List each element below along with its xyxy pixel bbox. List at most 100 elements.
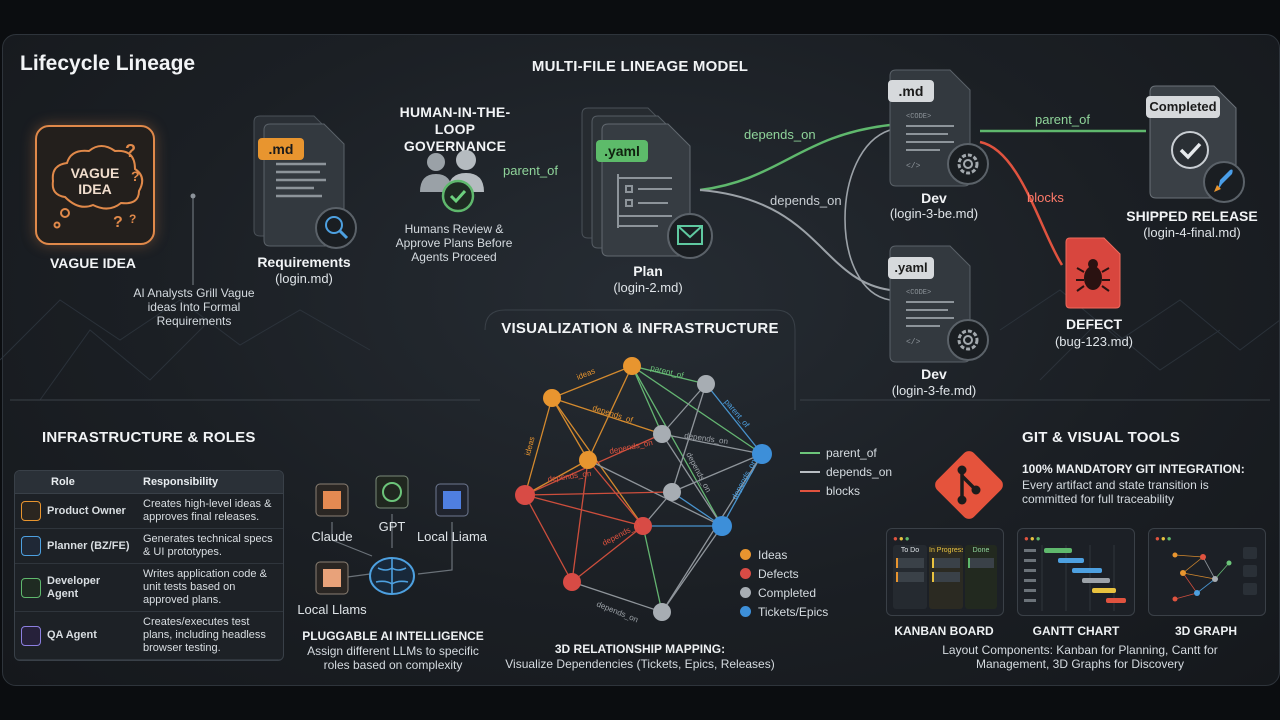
gantt-chart-thumbnail: ●●● <box>1017 528 1135 616</box>
svg-text:?: ? <box>129 212 136 226</box>
graph-label: depends_on <box>730 458 759 501</box>
git-integration-text: Every artifact and state transition is c… <box>1022 478 1209 506</box>
vague-idea-label: VAGUE IDEA <box>49 255 137 271</box>
roles-table: Role Responsibility Product Owner Create… <box>14 470 284 661</box>
edge-label-parent-of-1: parent_of <box>503 163 558 178</box>
graph-node-defect <box>634 517 652 535</box>
plan-doc-icon <box>581 107 713 259</box>
graph-node-ticket <box>752 444 772 464</box>
infra-title: INFRASTRUCTURE & ROLES <box>42 429 256 446</box>
page-title: Lifecycle Lineage <box>20 52 196 75</box>
legend-completed: Completed <box>758 585 817 600</box>
governance-title-line2: LOOP <box>434 121 476 137</box>
git-caption: Layout Components: Kanban for Planning, … <box>942 643 1218 671</box>
graph-nodes <box>515 357 772 621</box>
vague-bubble-line1: VAGUE <box>70 165 120 181</box>
graph-node-completed <box>653 603 671 621</box>
roles-col-role: Role <box>15 471 137 494</box>
svg-text:?: ? <box>131 168 140 184</box>
governance-title-line3: GOVERNANCE <box>403 138 507 154</box>
graph-label: depends_on <box>684 431 729 446</box>
legend-parent-of: parent_of <box>826 445 877 460</box>
graph-node-completed <box>653 425 671 443</box>
table-row: QA Agent Creates/executes test plans, in… <box>15 611 283 660</box>
graph-node-idea <box>623 357 641 375</box>
people-check-icon <box>420 150 484 213</box>
requirements-file: (login.md) <box>275 271 333 286</box>
model-local-liama: Local Liama <box>416 529 488 544</box>
model-gpt: GPT <box>378 519 406 534</box>
svg-text:?: ? <box>125 141 136 161</box>
legend-depends-on: depends_on <box>826 464 893 479</box>
svg-text:<CODE>: <CODE> <box>906 113 931 121</box>
dev-fe-label: Dev <box>921 366 947 382</box>
tool-3d-graph-label: 3D GRAPH <box>1174 624 1237 638</box>
graph-node-completed <box>697 375 715 393</box>
requirements-doc-icon <box>253 115 357 249</box>
product-owner-icon <box>21 501 41 521</box>
shipped-badge: Completed <box>1146 96 1220 118</box>
kanban-col-todo: To Do <box>900 547 920 554</box>
mapping-caption-title: 3D RELATIONSHIP MAPPING: <box>554 642 726 656</box>
edge-legend: parent_of depends_on blocks <box>800 443 892 500</box>
dev-be-file: (login-3-be.md) <box>889 206 979 221</box>
graph-3d-thumbnail: ●●● <box>1148 528 1266 616</box>
local-liama-chip-icon <box>435 483 469 517</box>
node-legend: Ideas Defects Completed Tickets/Epics <box>740 545 828 621</box>
mapping-caption: Visualize Dependencies (Tickets, Epics, … <box>505 657 775 671</box>
defect-label: DEFECT <box>1066 316 1122 332</box>
graph-label: depends_on <box>609 438 654 456</box>
edge-label-depends-on-2: depends_on <box>770 193 842 208</box>
git-title: GIT & VISUAL TOOLS <box>1022 429 1181 446</box>
tool-kanban-label: KANBAN BOARD <box>894 624 994 638</box>
legend-tickets: Tickets/Epics <box>758 604 829 619</box>
git-integration-title: 100% MANDATORY GIT INTEGRATION: <box>1022 462 1245 476</box>
background-mesh <box>0 289 1280 401</box>
edge-label-blocks: blocks <box>1027 190 1064 205</box>
governance-title: HUMAN-IN-THE- LOOP GOVERNANCE <box>360 104 550 155</box>
local-llams-chip-icon <box>315 561 349 595</box>
svg-text:<CODE>: <CODE> <box>906 289 931 297</box>
graph-node-defect <box>563 573 581 591</box>
ai-caption: Assign different LLMs to specific roles … <box>307 644 479 672</box>
plan-file: (login-2.md) <box>613 280 683 295</box>
qa-search-icon <box>21 625 41 646</box>
legend-defects: Defects <box>758 566 799 581</box>
vague-idea-card: ? ? ? ? VAGUE IDEA <box>35 125 155 245</box>
ai-models-diagram <box>315 475 469 595</box>
graph-node-idea <box>579 451 597 469</box>
plan-label: Plan <box>633 263 663 279</box>
tool-gantt-label: GANTT CHART <box>1032 624 1120 638</box>
edge-label-parent-of-2: parent_of <box>1035 112 1090 127</box>
model-local-llams: Local Llams <box>297 602 367 617</box>
svg-text:?: ? <box>113 214 123 231</box>
graph-edges <box>524 365 763 613</box>
role-name: Product Owner <box>47 504 126 517</box>
graph-node-idea <box>543 389 561 407</box>
model-claude: Claude <box>311 529 353 544</box>
graph-label: ideas <box>523 436 536 457</box>
role-name: QA Agent <box>47 629 97 641</box>
requirements-label: Requirements <box>257 254 351 270</box>
vague-idea-caption: AI Analysts Grill Vague ideas Into Forma… <box>133 286 255 328</box>
graph-label: ideas <box>575 366 596 382</box>
graph-node-defect <box>515 485 535 505</box>
table-row: Planner (BZ/FE) Generates technical spec… <box>15 528 283 564</box>
legend-ideas: Ideas <box>758 547 788 562</box>
requirements-badge: .md <box>258 138 304 160</box>
graph-label: parent_of <box>722 398 751 430</box>
governance-title-line1: HUMAN-IN-THE- <box>399 104 511 120</box>
edge-label-depends-on-1: depends_on <box>744 127 816 142</box>
viz-frame <box>484 309 796 410</box>
claude-chip-icon <box>315 483 349 517</box>
thought-cloud-icon: ? ? ? ? <box>51 141 144 231</box>
table-row: Developer Agent Writes application code … <box>15 563 283 612</box>
graph-node-ticket <box>712 516 732 536</box>
role-responsibility: Generates technical specs & UI prototype… <box>137 528 283 564</box>
role-responsibility: Writes application code & unit tests bas… <box>137 563 283 612</box>
defect-bug-icon <box>1065 237 1121 309</box>
code-icon <box>21 577 41 598</box>
kanban-col-done: Done <box>972 547 990 554</box>
